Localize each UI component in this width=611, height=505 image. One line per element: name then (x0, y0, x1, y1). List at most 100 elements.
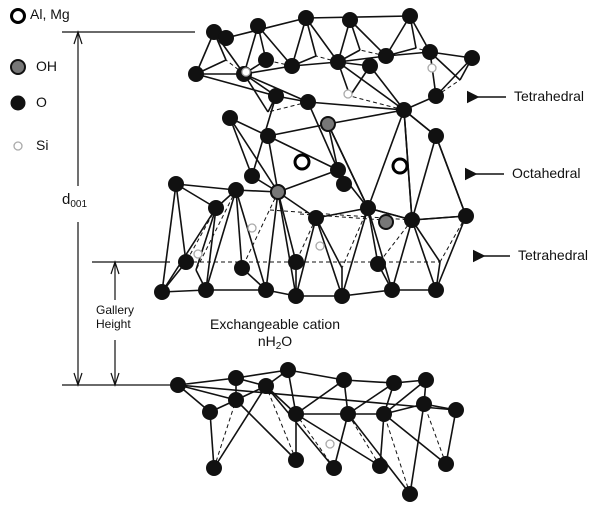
hidden-bond-line (423, 403, 447, 465)
bond-line (229, 117, 253, 177)
black-atom-icon (10, 95, 26, 111)
silicon-atom (427, 63, 437, 73)
bond-line (225, 17, 307, 39)
oxygen-atom (464, 50, 480, 66)
oxygen-atom (418, 372, 434, 388)
oxygen-atom (170, 377, 186, 393)
oxygen-atom (336, 176, 352, 192)
oxygen-atom (298, 10, 314, 26)
bond-line (195, 73, 277, 97)
oxygen-atom (228, 392, 244, 408)
oxygen-atom (416, 396, 432, 412)
bond-line (411, 219, 437, 291)
exchangeable-cation-label: Exchangeable cation (210, 316, 340, 332)
hidden-bond-line (213, 399, 237, 469)
bond-line (411, 135, 437, 221)
dimension-lines (62, 30, 195, 387)
oxygen-atom (340, 406, 356, 422)
bond-line (369, 65, 405, 111)
oxygen-atom (384, 282, 400, 298)
legend (10, 8, 26, 151)
small-ring-atom-icon (13, 141, 23, 151)
water-label: nH2O (257, 333, 293, 352)
hidden-bond-line (265, 385, 297, 461)
legend-label-si: Si (36, 137, 49, 153)
bond-line (367, 207, 393, 291)
oxygen-atom (268, 88, 284, 104)
bond-line (305, 17, 339, 63)
atoms (154, 8, 480, 502)
bond-line (235, 189, 267, 291)
hidden-bond-line (269, 209, 413, 221)
oxygen-atom (448, 402, 464, 418)
oxygen-atom (280, 362, 296, 378)
bond-line (277, 191, 297, 297)
oxygen-atom (178, 254, 194, 270)
oxygen-atom (288, 254, 304, 270)
bond-line (267, 135, 339, 171)
bond-line (391, 219, 413, 291)
bond-line (243, 65, 293, 75)
bond-line (435, 135, 467, 217)
oxygen-atom (244, 168, 260, 184)
bond-line (291, 17, 307, 67)
oxygen-atom (326, 460, 342, 476)
oxygen-atom (422, 44, 438, 60)
bond-line (343, 379, 395, 384)
oxygen-atom (258, 378, 274, 394)
bond-line (315, 207, 369, 219)
bond-line (175, 183, 187, 263)
bond-line (229, 117, 279, 193)
bond-line (257, 25, 293, 67)
oxygen-atom (250, 18, 266, 34)
hydroxyl-atom (270, 184, 286, 200)
d001-label: d001 (62, 191, 88, 210)
hidden-bond-line (195, 189, 237, 271)
oxygen-atom (396, 102, 412, 118)
silicon-atom (241, 67, 251, 77)
hidden-bond-line (347, 413, 381, 467)
hidden-bond-line (295, 217, 317, 263)
oxygen-atom (154, 284, 170, 300)
bond-line (383, 379, 427, 415)
legend-label-oh: OH (36, 58, 57, 74)
bond-line (307, 101, 405, 111)
hidden-bond-line (439, 215, 467, 263)
bond-line (195, 207, 217, 271)
oxygen-atom (336, 372, 352, 388)
bond-line (337, 61, 405, 111)
silicon-atom (325, 439, 335, 449)
hidden-bond-line (377, 219, 413, 265)
bond-line (235, 399, 297, 461)
oxygen-atom (372, 458, 388, 474)
oxygen-atom (386, 375, 402, 391)
tetrahedral-bottom-label: Tetrahedral (518, 247, 589, 263)
bond-line (305, 15, 411, 19)
bond-line (445, 409, 457, 465)
bond-line (367, 109, 405, 209)
bond-line (267, 135, 279, 193)
ring-atom-icon (10, 8, 26, 24)
oxygen-atom (228, 182, 244, 198)
oxygen-atom (188, 66, 204, 82)
oxygen-atom (218, 30, 234, 46)
oxygen-atom (376, 406, 392, 422)
bond-line (161, 207, 217, 293)
bond-line (277, 169, 339, 193)
hidden-bond-line (349, 95, 405, 111)
legend-label-o: O (36, 94, 47, 110)
oxygen-atom (402, 486, 418, 502)
oxygen-atom (234, 260, 250, 276)
oxygen-atom (308, 210, 324, 226)
hidden-bond-line (185, 207, 217, 263)
grey-atom-icon (10, 59, 26, 75)
oxygen-atom (228, 370, 244, 386)
bond-line (341, 289, 393, 297)
oxygen-atom (198, 282, 214, 298)
bond-line (347, 413, 411, 495)
bond-line (307, 101, 339, 171)
oxygen-atom (206, 24, 222, 40)
bond-line (265, 191, 279, 291)
al-mg-atom (293, 153, 311, 171)
